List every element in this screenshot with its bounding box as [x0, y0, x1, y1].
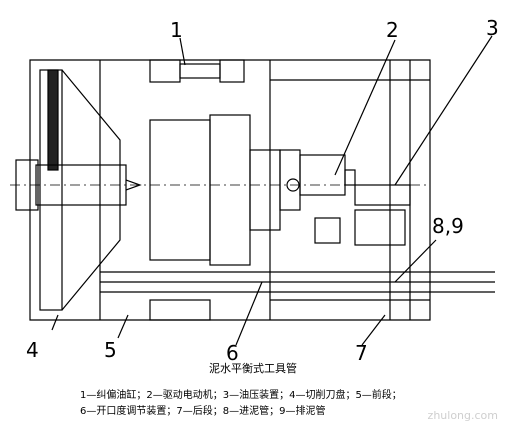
mud-pipes [100, 271, 495, 293]
front-section-body [149, 119, 211, 261]
cutter-head [15, 69, 142, 311]
callout-8-9: 8,9 [432, 214, 464, 238]
legend-line-1: 1—纠偏油缸；2—驱动电动机；3—油压装置；4—切削刀盘；5—前段； [80, 390, 402, 401]
callout-5: 5 [104, 338, 117, 362]
callout-7: 7 [355, 341, 368, 365]
callout-6: 6 [226, 341, 239, 365]
drive-motor [299, 154, 356, 196]
legend-line-2: 6—开口度调节装置；7—后段；8—进泥管；9—排泥管 [80, 406, 326, 417]
machine-casing [29, 59, 431, 321]
hydraulic-unit [314, 184, 411, 246]
callout-3: 3 [486, 16, 499, 40]
watermark: zhulong.com [427, 409, 498, 422]
callout-1: 1 [170, 18, 183, 42]
diagram-title: 泥水平衡式工具管 [209, 362, 297, 375]
steering-cylinder [149, 59, 245, 83]
callout-4: 4 [26, 338, 39, 362]
callout-2: 2 [386, 18, 399, 42]
